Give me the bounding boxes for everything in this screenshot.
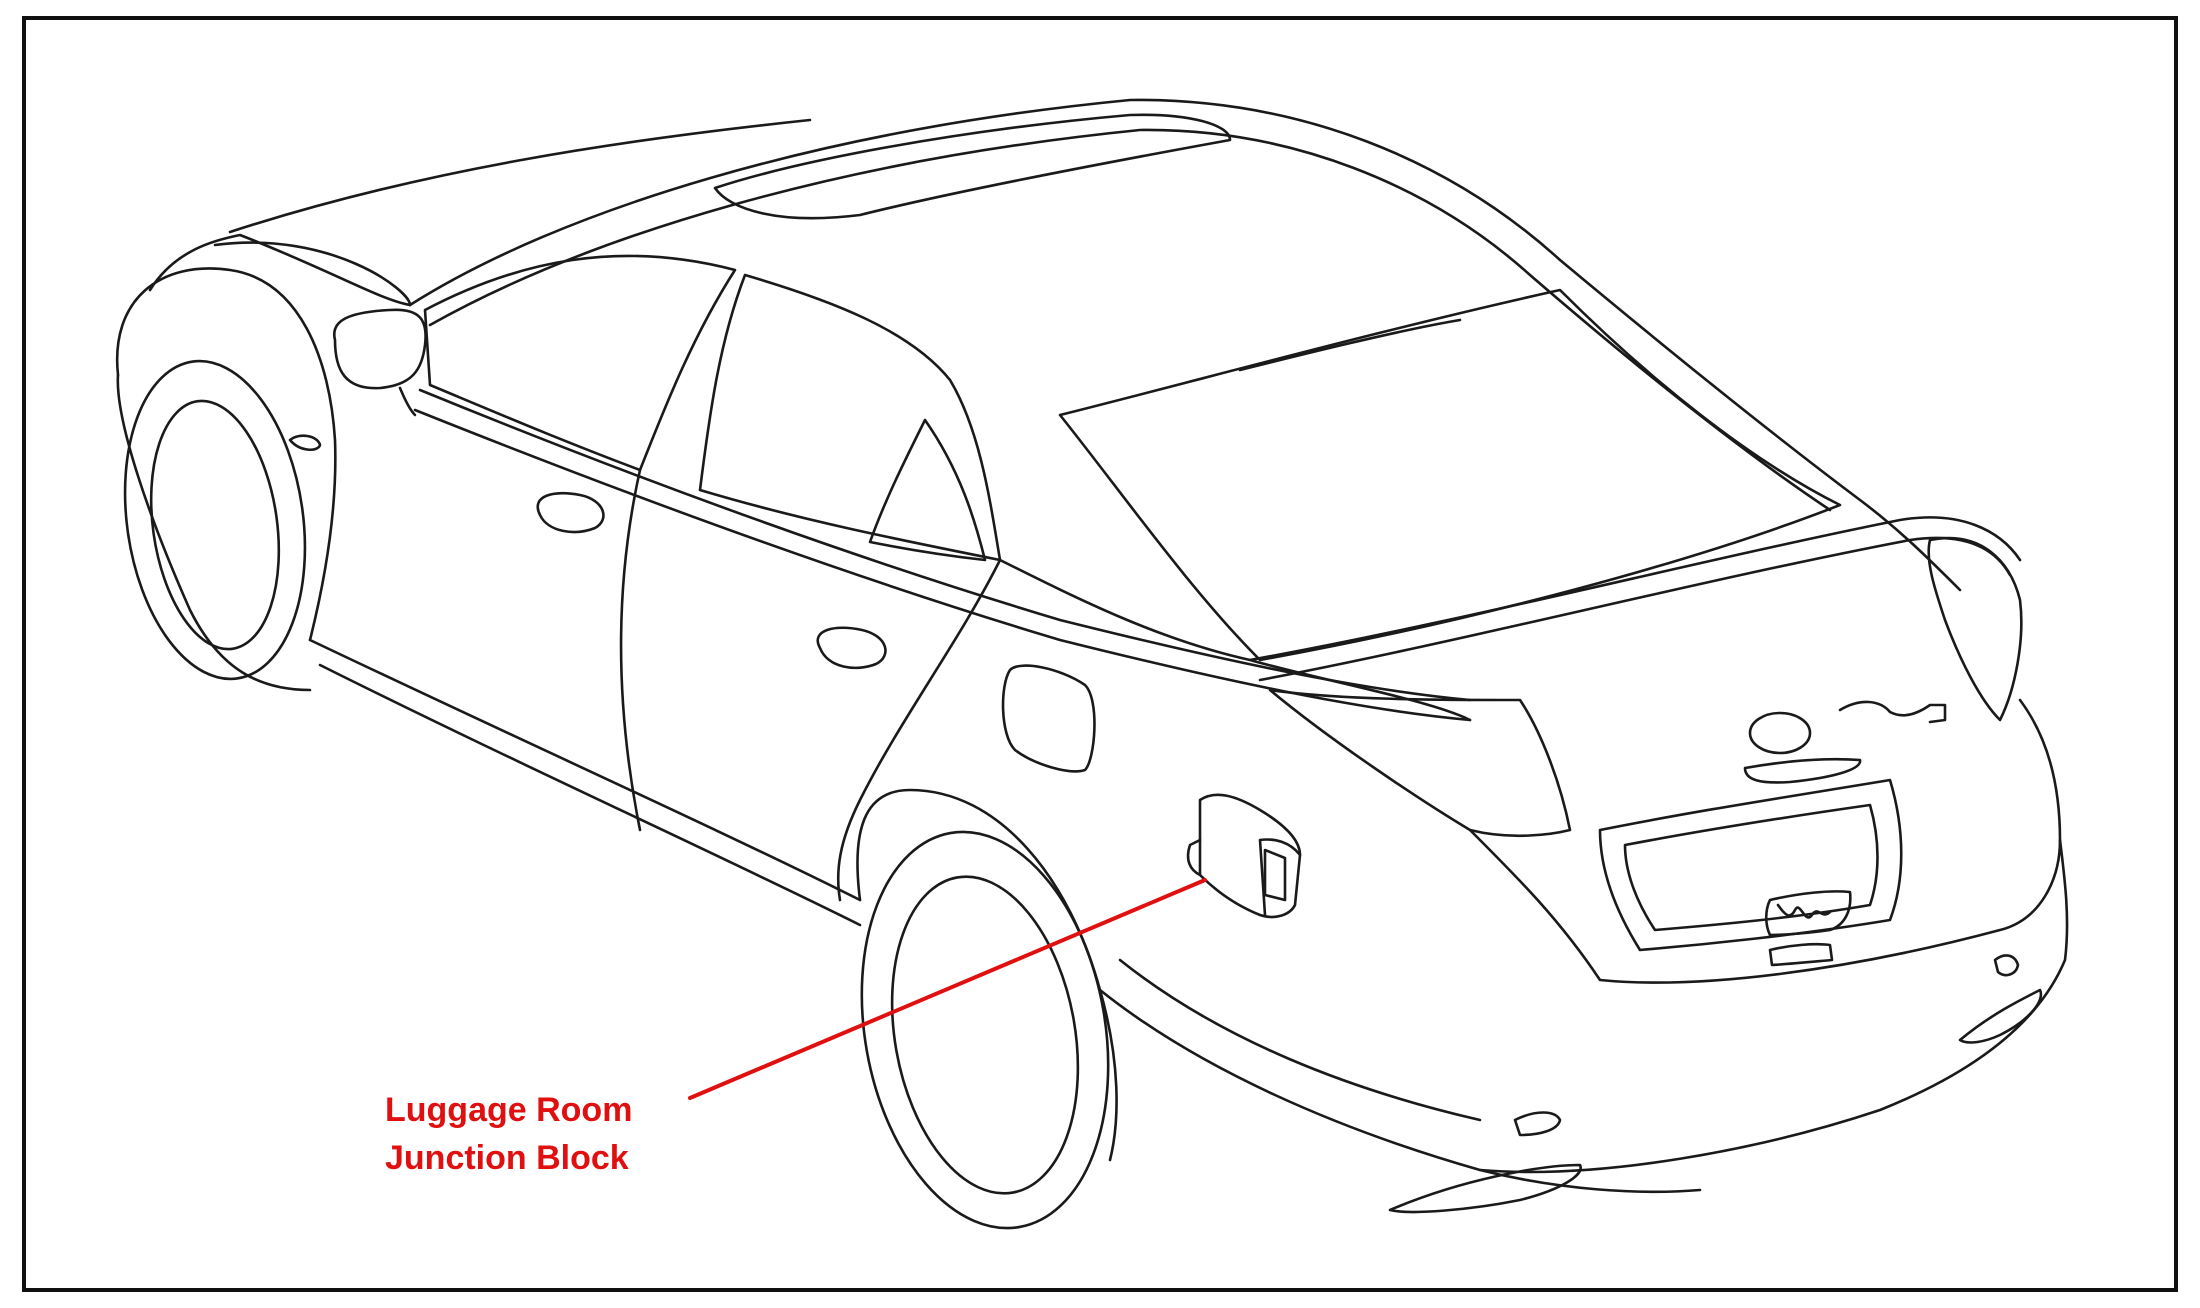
trunk-lid-edge (1258, 536, 2012, 682)
trunk-handle (1764, 890, 1852, 937)
bumper-reflector-left (1513, 1111, 1562, 1137)
rear-bumper-lower (1478, 838, 2069, 1174)
callout-label-line2: Junction Block (385, 1139, 629, 1177)
side-mirror (332, 308, 427, 390)
front-lower-body (116, 373, 312, 692)
rear-quarter-mid (1118, 958, 1482, 1122)
junction-block-connector (1263, 848, 1287, 902)
roof-outline (408, 98, 1962, 592)
c-pillar-window (868, 418, 987, 562)
plate-light (1768, 942, 1834, 967)
trunk-handle-detail (1776, 903, 1832, 919)
rocker-panel-2 (318, 663, 862, 927)
third-brake-light (1238, 318, 1462, 372)
beltline-2 (413, 408, 1472, 722)
left-tail-light (1268, 688, 1572, 838)
front-door-rear-edge (619, 468, 642, 832)
fuel-door (1001, 664, 1096, 773)
rocker-panel (308, 638, 862, 902)
callout-label-line1: Luggage Room (385, 1091, 633, 1129)
bumper-reflector-right (1993, 954, 2020, 977)
trunk-emblem (1748, 711, 1812, 755)
front-wheel-arch (115, 267, 337, 642)
front-window (423, 254, 737, 472)
backlight (1058, 288, 1842, 662)
license-plate-recess (1598, 778, 1903, 952)
rear-quarter-lower (1098, 988, 1702, 1194)
figure-frame (22, 16, 2178, 1292)
exhaust-right (1958, 988, 2043, 1044)
rear-door-handle (816, 626, 887, 670)
rear-quarter (998, 558, 1472, 722)
rear-bumper-upper (1468, 698, 2062, 984)
rear-wheel-arch (856, 788, 1118, 1162)
license-plate-inner (1623, 803, 1879, 932)
trunk-garnish (1743, 757, 1862, 784)
hood-line (228, 118, 812, 234)
rear-window (698, 273, 1002, 562)
rear-door-rear-edge (836, 558, 1002, 902)
callout-label: Luggage Room Junction Block (385, 1086, 632, 1182)
right-tail-light (1927, 536, 2023, 722)
front-fender (148, 233, 412, 307)
front-wheel-outer (123, 359, 307, 681)
junction-block-side (1186, 838, 1202, 877)
rear-wheel-inner (890, 875, 1080, 1195)
callout-leader-line (688, 878, 1207, 1100)
front-wheel-inner (149, 399, 281, 651)
trunk-cable (1838, 700, 1947, 724)
sunroof (713, 113, 1232, 220)
mirror-stem (398, 386, 417, 417)
roof-inner-line (428, 128, 1832, 512)
exhaust-left (1388, 1163, 1582, 1214)
junction-block-front (1258, 838, 1302, 917)
front-door-handle (536, 491, 605, 534)
side-marker (288, 434, 322, 451)
junction-block (1198, 793, 1302, 919)
rear-wheel-outer (860, 830, 1110, 1230)
trunk-lid-top (1248, 516, 2022, 662)
